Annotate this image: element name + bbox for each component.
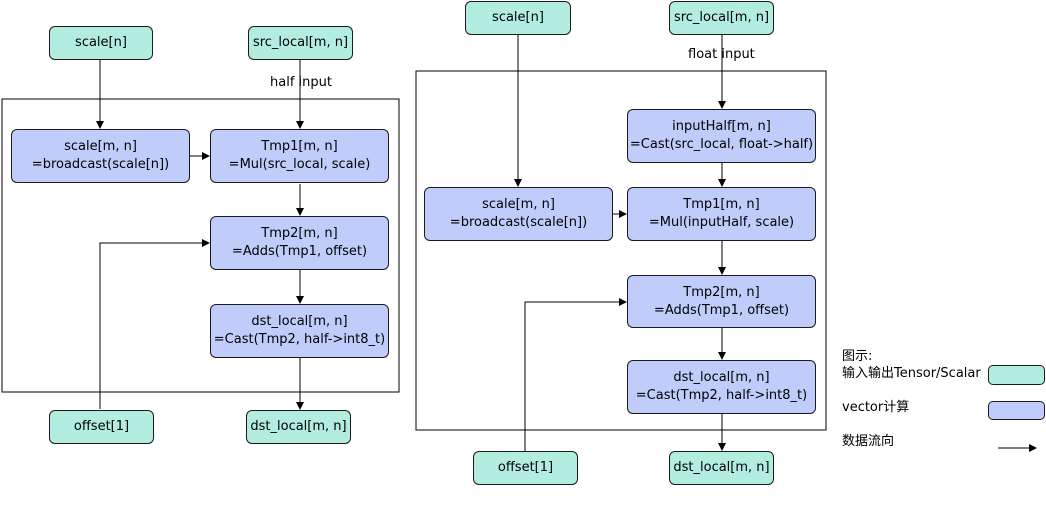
left-adds-node: Tmp2[m, n] =Adds(Tmp1, offset) (210, 216, 389, 270)
right-offset-input-label: offset[1] (497, 460, 554, 475)
right-cast-line1: dst_local[m, n] (673, 370, 770, 385)
left-input-note: half input (270, 75, 332, 90)
right-dst-output-label: dst_local[m, n] (673, 460, 770, 475)
legend-vector-swatch (988, 401, 1045, 420)
right-dst-output: dst_local[m, n] (669, 451, 774, 485)
right-input-note: float input (688, 47, 755, 62)
legend-io-label: 输入输出Tensor/Scalar (842, 366, 981, 381)
left-dst-output-label: dst_local[m, n] (250, 419, 347, 434)
right-scale-input: scale[n] (465, 1, 571, 35)
edge-left-offset-to-adds (99, 239, 210, 409)
right-adds-line1: Tmp2[m, n] (683, 284, 760, 300)
right-broadcast-node: scale[m, n] =broadcast(scale[n]) (424, 187, 613, 241)
right-src-input: src_local[m, n] (669, 1, 774, 35)
right-mul-line1: Tmp1[m, n] (683, 197, 760, 212)
left-src-input: src_local[m, n] (248, 26, 353, 60)
left-broadcast-line1: scale[m, n] (64, 139, 137, 154)
right-mul-node: Tmp1[m, n] =Mul(inputHalf, scale) (627, 187, 816, 241)
left-cast-line1: dst_local[m, n] (251, 314, 348, 329)
legend-io-swatch (988, 365, 1045, 385)
left-broadcast-node: scale[m, n] =broadcast(scale[n]) (11, 129, 190, 183)
right-broadcast-line2: =broadcast(scale[n]) (449, 215, 588, 230)
right-broadcast-line1: scale[m, n] (482, 197, 555, 212)
left-src-input-label: src_local[m, n] (252, 35, 349, 50)
right-casthalf-node: inputHalf[m, n] =Cast(src_local, float->… (627, 109, 816, 163)
left-adds-line1: Tmp2[m, n] (261, 226, 338, 241)
left-offset-input: offset[1] (49, 410, 154, 444)
right-mul-line2: =Mul(inputHalf, scale) (648, 215, 795, 230)
edge-right-offset-to-adds (524, 298, 627, 451)
right-adds-line2: =Adds(Tmp1, offset) (653, 302, 790, 318)
right-offset-input: offset[1] (473, 451, 578, 485)
right-casthalf-line1: inputHalf[m, n] (672, 119, 771, 134)
right-adds-node: Tmp2[m, n] =Adds(Tmp1, offset) (627, 275, 816, 328)
left-mul-node: Tmp1[m, n] =Mul(src_local, scale) (210, 129, 389, 183)
left-broadcast-line2: =broadcast(scale[n]) (31, 157, 170, 172)
right-scale-input-label: scale[n] (492, 10, 544, 25)
left-dst-output: dst_local[m, n] (246, 410, 351, 444)
left-offset-input-label: offset[1] (73, 419, 130, 434)
left-scale-input-label: scale[n] (75, 35, 127, 50)
right-group-frame (415, 70, 827, 431)
left-cast-line2: =Cast(Tmp2, half->int8_t) (213, 332, 386, 347)
right-casthalf-line2: =Cast(src_local, float->half) (629, 137, 814, 152)
right-src-input-label: src_local[m, n] (673, 10, 770, 25)
left-mul-line2: =Mul(src_local, scale) (228, 157, 371, 172)
left-group-frame (1, 98, 400, 393)
legend-vector-label: vector计算 (842, 400, 910, 415)
left-scale-input: scale[n] (49, 26, 153, 60)
legend-flow-label: 数据流向 (842, 434, 895, 449)
right-cast-line2: =Cast(Tmp2, half->int8_t) (635, 388, 808, 403)
left-adds-line2: =Adds(Tmp1, offset) (231, 244, 368, 259)
legend-title: 图示: (842, 349, 873, 364)
left-mul-line1: Tmp1[m, n] (261, 139, 338, 154)
left-cast-node: dst_local[m, n] =Cast(Tmp2, half->int8_t… (210, 304, 389, 358)
right-cast-node: dst_local[m, n] =Cast(Tmp2, half->int8_t… (627, 360, 816, 414)
